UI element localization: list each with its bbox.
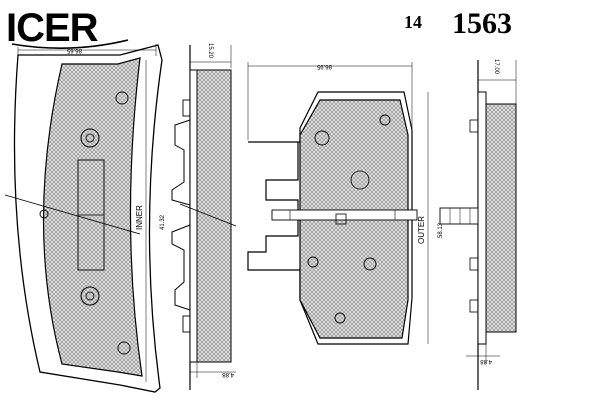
part-number: 1563 [452, 7, 512, 40]
outer-width-dim: 86.95 [316, 63, 332, 69]
outer-hole-mid-right [363, 257, 377, 271]
inner-hole-upper [115, 91, 129, 105]
inner-hole-lower [117, 341, 131, 355]
outer-side-lining [485, 103, 517, 333]
logo-arc [11, 39, 129, 49]
inner-side-clip [171, 119, 191, 311]
inner-height-dim: 41.32 [160, 214, 166, 230]
outer-height-dim: 58.13 [438, 222, 444, 238]
inner-width-dim: 86.65 [66, 47, 82, 53]
outer-thickness-dim: 17.00 [493, 59, 499, 75]
inner-rivet-top [80, 128, 100, 148]
inner-pad-view: 86.65 41.32 INNER [4, 44, 166, 393]
brand-logo: ICER [6, 6, 129, 50]
outer-hole-bottom [334, 312, 346, 324]
brand-text: ICER [6, 6, 99, 50]
outer-pad-view: 86.95 58.13 OUTER [247, 62, 444, 345]
inner-rivet-bottom [80, 286, 100, 306]
inner-side-view: 15.20 4.88 [171, 43, 237, 390]
inner-friction-lining [42, 57, 143, 377]
inner-rivet-bottom-small [85, 291, 95, 301]
inner-side-backplate [189, 69, 198, 363]
inner-side-lining [196, 69, 232, 363]
outer-side-stud [439, 207, 479, 225]
inner-thickness-dim: 15.20 [207, 43, 213, 59]
inner-rivet-top-small [85, 133, 95, 143]
inner-backplate-dim: 4.88 [222, 371, 234, 377]
inner-label: INNER [135, 205, 144, 230]
inner-section-line [4, 194, 141, 235]
series-number: 14 [404, 12, 422, 32]
outer-side-backplate [477, 91, 487, 345]
outer-hole-top-left [314, 130, 330, 146]
outer-side-view: 17.00 4.88 [439, 59, 517, 390]
outer-hole-center [350, 170, 370, 190]
outer-hole-top-right [379, 114, 391, 126]
outer-hole-mid-left [307, 256, 319, 268]
outer-label: OUTER [417, 216, 426, 244]
inner-hole-left [39, 209, 49, 219]
outer-center-bar [271, 209, 418, 221]
outer-backplate-dim: 4.88 [480, 358, 492, 364]
